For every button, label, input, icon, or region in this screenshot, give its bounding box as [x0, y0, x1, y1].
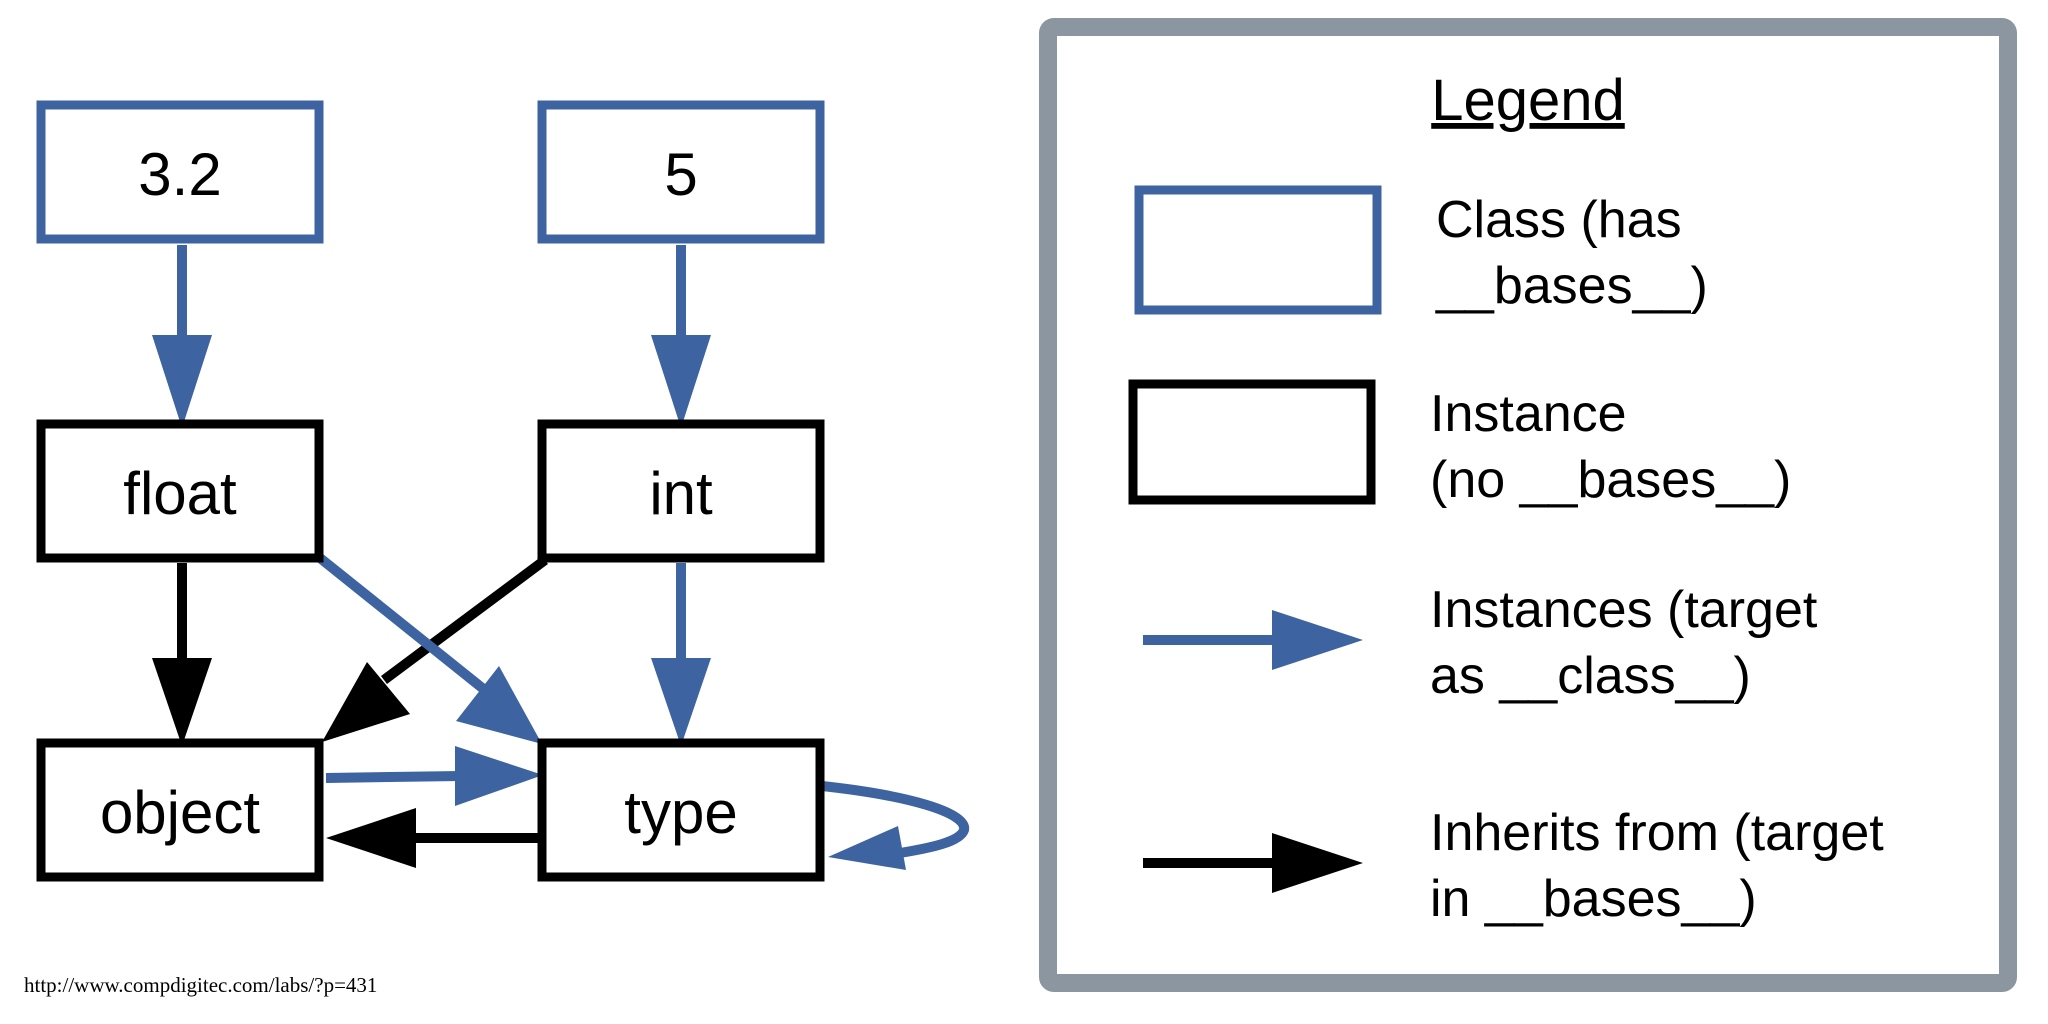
- edge-float-to-type: [316, 554, 542, 744]
- node-int: int: [537, 419, 825, 563]
- legend-instance-swatch: [1128, 379, 1376, 505]
- legend-class-line2: __bases__): [1435, 257, 1708, 315]
- legend-instances-arrow: [1143, 610, 1363, 670]
- legend-instance-line1: Instance: [1430, 385, 1627, 443]
- legend-instance-line2: (no __bases__): [1430, 451, 1791, 509]
- legend-instances-line1: Instances (target: [1430, 581, 1818, 639]
- legend: Legend Class (has __bases__) Instance (n…: [1039, 18, 2017, 992]
- edge-3-2-to-float: [152, 245, 212, 428]
- legend-inherits-arrow: [1143, 833, 1363, 893]
- node-float: float: [36, 419, 324, 563]
- legend-class-swatch: [1134, 185, 1382, 315]
- node-3-2-label: 3.2: [138, 141, 221, 208]
- node-object-label: object: [100, 779, 260, 846]
- node-5: 5: [537, 100, 825, 244]
- source-url: http://www.compdigitec.com/labs/?p=431: [24, 973, 377, 997]
- node-5-label: 5: [664, 141, 697, 208]
- edge-object-to-type: [325, 746, 543, 806]
- node-3-2: 3.2: [36, 100, 324, 244]
- edge-type-to-object: [326, 808, 542, 868]
- legend-instances-line2: as __class__): [1430, 647, 1751, 705]
- legend-inherits-line2: in __bases__): [1430, 870, 1757, 928]
- legend-class-line1: Class (has: [1436, 191, 1682, 249]
- node-type: type: [537, 738, 825, 882]
- edge-int-to-type: [651, 563, 711, 746]
- edge-int-to-object: [322, 555, 548, 742]
- edge-type-to-type-loop: [821, 781, 970, 870]
- legend-title: Legend: [1431, 68, 1625, 133]
- node-float-label: float: [123, 460, 237, 527]
- edge-5-to-int: [651, 245, 711, 428]
- node-object: object: [36, 738, 324, 882]
- node-int-label: int: [649, 460, 713, 527]
- edge-float-to-object: [152, 563, 212, 746]
- node-type-label: type: [624, 779, 737, 846]
- legend-inherits-line1: Inherits from (target: [1430, 804, 1884, 862]
